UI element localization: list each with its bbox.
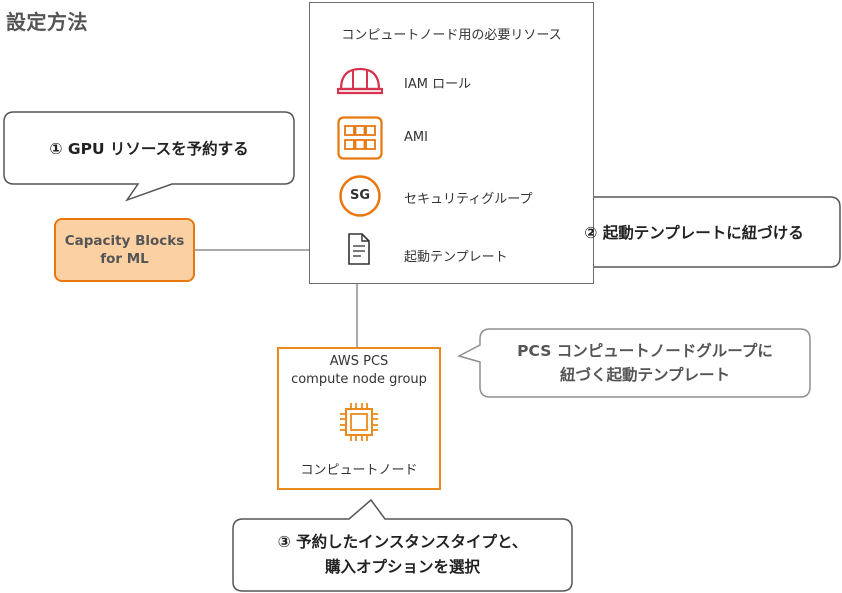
pcs-note-line1: PCS コンピュートノードグループに — [517, 342, 773, 360]
step1-text: ① GPU リソースを予約する — [49, 140, 249, 158]
step2-text: ② 起動テンプレートに紐づける — [584, 224, 804, 242]
chip-icon — [340, 403, 378, 441]
step2-callout-text: ② 起動テンプレートに紐づける — [548, 197, 840, 267]
security-group-label: セキュリティグループ — [404, 192, 533, 207]
capacity-blocks-line1: Capacity Blocks — [64, 233, 185, 249]
pcs-title-line2: compute node group — [291, 372, 427, 387]
ami-label: AMI — [404, 130, 428, 145]
callout-bubble-3 — [232, 498, 573, 592]
capacity-blocks-box: Capacity Blocks for ML — [54, 218, 195, 282]
security-group-icon — [339, 175, 381, 217]
required-resources-panel: コンピュートノード用の必要リソース IAM ロール AMI SG セキュリティグ… — [309, 2, 594, 284]
pcs-compute-node-group-box: AWS PCS compute node group コンピュートノード — [277, 347, 441, 490]
iam-role-helmet-icon — [337, 67, 383, 95]
pcs-note-callout-text: PCS コンピュートノードグループに 紐づく起動テンプレート — [480, 329, 810, 397]
step3-callout-text: ③ 予約したインスタンスタイプと、 購入オプションを選択 — [233, 519, 572, 591]
ami-grid-icon — [337, 116, 383, 160]
callout-bubble-pcs — [456, 328, 811, 398]
compute-node-label: コンピュートノード — [300, 463, 418, 478]
capacity-blocks-line2: for ML — [100, 251, 149, 267]
resources-header: コンピュートノード用の必要リソース — [341, 28, 562, 43]
pcs-title-line1: AWS PCS — [329, 354, 389, 369]
step3-line1: ③ 予約したインスタンスタイプと、 — [277, 533, 528, 551]
page-title: 設定方法 — [6, 10, 88, 34]
security-group-badge: SG — [349, 188, 371, 203]
launch-template-document-icon — [348, 233, 370, 265]
launch-template-label: 起動テンプレート — [404, 250, 508, 265]
step3-line2: 購入オプションを選択 — [324, 558, 480, 576]
iam-role-label: IAM ロール — [404, 77, 472, 92]
callout-bubble-1 — [3, 111, 295, 202]
step1-callout-text: ① GPU リソースを予約する — [4, 112, 294, 184]
pcs-note-line2: 紐づく起動テンプレート — [559, 366, 731, 384]
